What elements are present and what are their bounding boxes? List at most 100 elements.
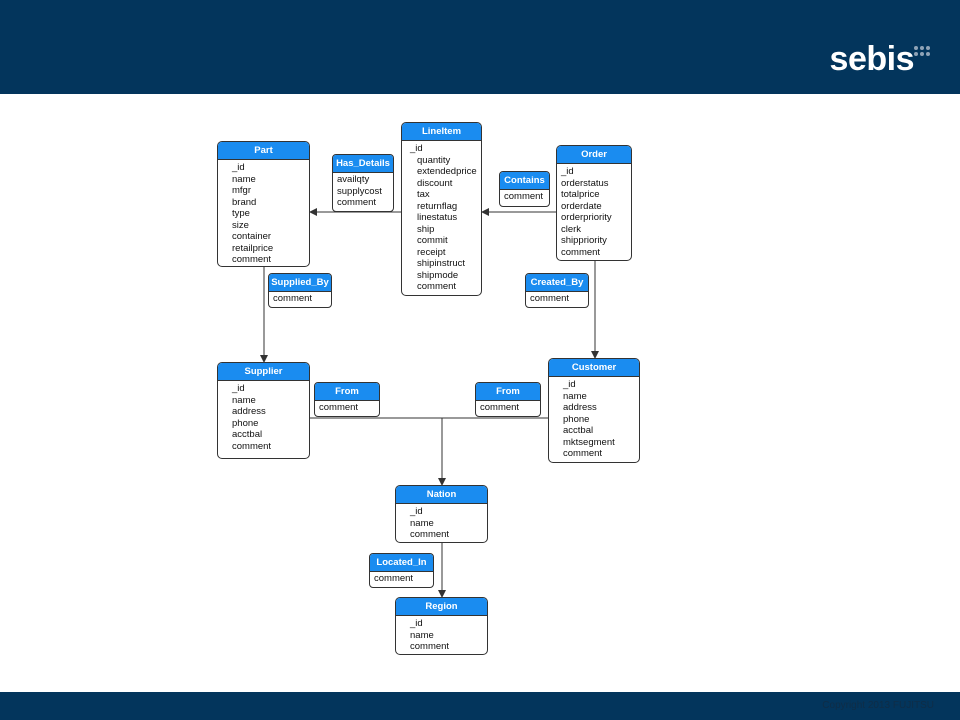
footer-bar: Copyright 2013 FUJITSU	[0, 692, 960, 720]
field-item: _id	[232, 383, 245, 394]
field-item: receipt	[417, 246, 446, 258]
field-item: comment	[410, 641, 450, 652]
field-item: container	[232, 231, 272, 242]
field-item: comment	[232, 440, 272, 452]
field-item: name	[563, 390, 587, 402]
relationship-fields: comment	[370, 572, 433, 585]
field-item: totalprice	[561, 189, 600, 200]
field-item: _id	[561, 166, 574, 177]
entity-title: Order	[557, 146, 631, 164]
copyright-text: Copyright 2013 FUJITSU	[822, 700, 934, 711]
field-item: name	[232, 173, 256, 185]
field-item: comment	[504, 191, 544, 202]
field-item: brand	[232, 196, 257, 208]
field-item: comment	[232, 254, 272, 265]
entity-title: Supplier	[218, 363, 309, 381]
field-item: comment	[337, 197, 377, 208]
field-item: commit	[417, 235, 448, 246]
field-item: comment	[480, 402, 520, 413]
relationship-fields: comment	[315, 401, 379, 414]
field-item: acctbal	[232, 429, 263, 440]
field-item: clerk	[561, 223, 582, 235]
entity-title: LineItem	[402, 123, 481, 141]
entity-title: Region	[396, 598, 487, 616]
header-bar: sebis	[0, 0, 960, 94]
field-item: ship	[417, 223, 435, 235]
field-item: _id	[410, 506, 423, 517]
field-item: comment	[273, 293, 313, 304]
relationship-from-supplier[interactable]: From comment	[314, 382, 380, 417]
field-item: type	[232, 208, 250, 219]
field-item: name	[410, 517, 434, 529]
relationship-title: Has_Details	[333, 155, 393, 173]
field-item: orderpriority	[561, 212, 612, 223]
field-item: supplycost	[337, 185, 382, 197]
sebis-logo: sebis	[829, 40, 915, 78]
relationship-created-by[interactable]: Created_By comment	[525, 273, 589, 308]
field-item: returnflag	[417, 200, 458, 212]
field-item: quantity	[417, 154, 451, 166]
relationship-title: Created_By	[526, 274, 588, 292]
entity-title: Part	[218, 142, 309, 160]
field-item: shipinstruct	[417, 258, 466, 269]
field-item: orderdate	[561, 200, 602, 212]
field-item: comment	[417, 281, 457, 292]
field-item: discount	[417, 177, 453, 189]
field-item: size	[232, 219, 249, 231]
relationship-supplied-by[interactable]: Supplied_By comment	[268, 273, 332, 308]
entity-title: Customer	[549, 359, 639, 377]
relationship-located-in[interactable]: Located_In comment	[369, 553, 434, 588]
field-item: name	[410, 629, 434, 641]
relationship-contains[interactable]: Contains comment	[499, 171, 550, 207]
field-item: mktsegment	[563, 436, 615, 448]
relationship-fields: comment	[269, 292, 331, 305]
field-item: shipmode	[417, 269, 459, 281]
relationship-title: Located_In	[370, 554, 433, 572]
field-item: _id	[410, 143, 423, 154]
field-item: _id	[563, 379, 576, 390]
field-item: comment	[530, 293, 570, 304]
relationship-title: From	[476, 383, 540, 401]
field-item: availqty	[337, 174, 370, 185]
field-item: acctbal	[563, 425, 594, 436]
relationship-from-customer[interactable]: From comment	[475, 382, 541, 417]
field-item: shippriority	[561, 235, 607, 246]
field-item: name	[232, 394, 256, 406]
relationship-fields: comment	[476, 401, 540, 414]
relationship-fields: comment	[500, 190, 549, 203]
field-item: phone	[563, 413, 590, 425]
field-item: _id	[410, 618, 423, 629]
field-item: comment	[563, 448, 603, 459]
field-item: comment	[319, 402, 359, 413]
entity-title: Nation	[396, 486, 487, 504]
relationship-title: Supplied_By	[269, 274, 331, 292]
field-item: address	[563, 402, 597, 413]
relationship-title: From	[315, 383, 379, 401]
field-item: comment	[410, 529, 450, 540]
field-item: retailprice	[232, 242, 274, 254]
field-item: extendedprice	[417, 166, 477, 177]
field-item: comment	[374, 573, 414, 584]
field-item: address	[232, 406, 266, 417]
field-item: mfgr	[232, 185, 251, 196]
logo-dots-icon	[914, 46, 934, 60]
relationship-title: Contains	[500, 172, 549, 190]
relationship-fields: comment	[526, 292, 588, 305]
field-item: linestatus	[417, 212, 458, 223]
